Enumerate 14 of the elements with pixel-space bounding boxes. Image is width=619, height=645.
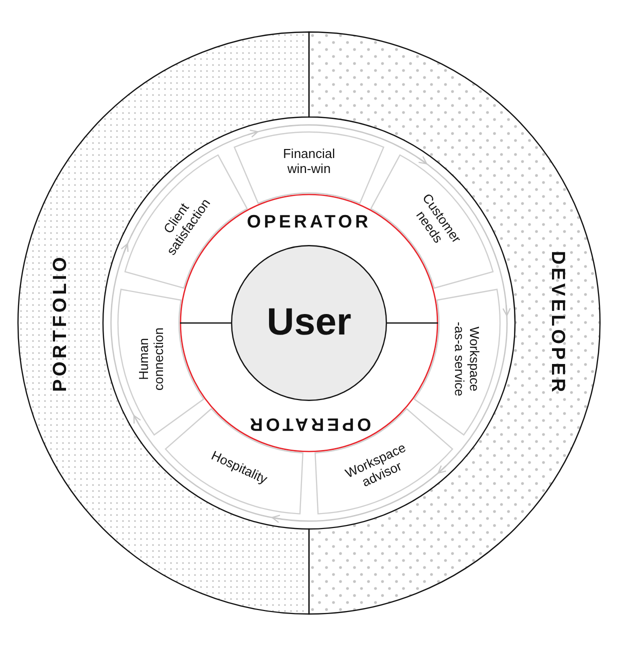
segment-label: Financial win-win — [282, 147, 336, 177]
curved-arrow — [418, 157, 510, 316]
curved-arrow — [133, 414, 283, 520]
ring-label: OPERATOR — [246, 212, 372, 232]
ring-label: DEVELOPER — [546, 250, 568, 396]
center-label: User — [266, 302, 352, 344]
ring-label: PORTFOLIO — [50, 254, 72, 392]
curved-arrow — [123, 130, 258, 254]
curved-arrow — [110, 243, 140, 425]
curved-arrow — [272, 466, 446, 523]
ring-label: OPERATOR — [246, 414, 372, 434]
curved-arrow — [248, 124, 428, 164]
curved-arrow — [438, 305, 508, 474]
segment-label: Human connection — [137, 326, 167, 392]
